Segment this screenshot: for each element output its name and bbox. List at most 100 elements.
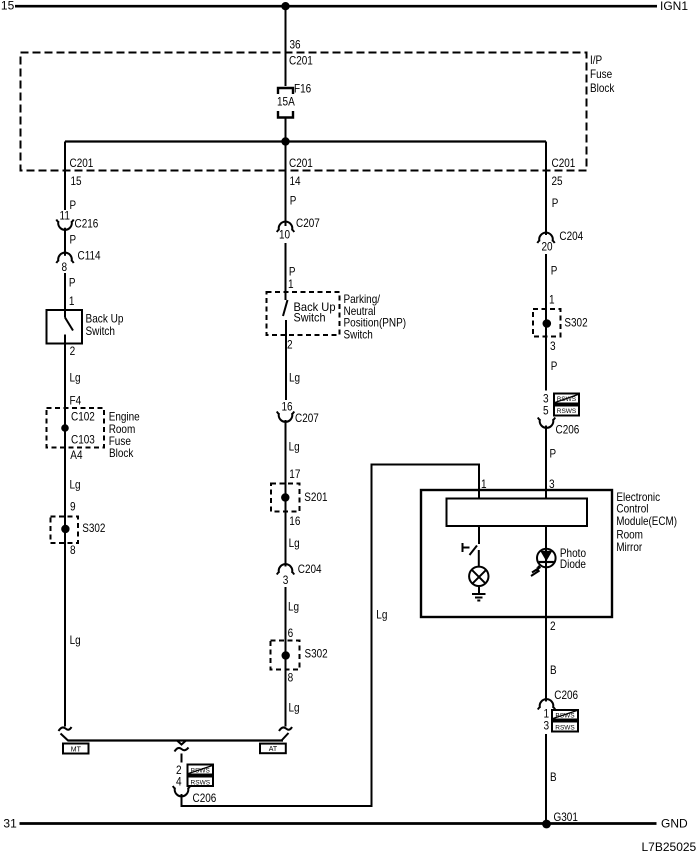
svg-text:3: 3 <box>283 573 289 587</box>
svg-text:Block: Block <box>590 81 615 95</box>
svg-text:C206: C206 <box>556 423 580 437</box>
svg-text:Parking/: Parking/ <box>344 292 381 306</box>
svg-text:1: 1 <box>481 477 487 491</box>
svg-text:Room: Room <box>616 527 643 541</box>
svg-text:IGN1: IGN1 <box>660 0 688 13</box>
svg-text:Position(PNP): Position(PNP) <box>344 316 407 330</box>
svg-text:2: 2 <box>176 763 182 777</box>
svg-text:L7B25025: L7B25025 <box>642 840 697 854</box>
svg-text:Fuse: Fuse <box>109 434 131 448</box>
svg-text:BSWS: BSWS <box>191 768 211 775</box>
svg-text:Diode: Diode <box>560 557 586 571</box>
svg-text:5: 5 <box>543 404 549 418</box>
svg-text:Photo: Photo <box>560 546 586 560</box>
svg-text:11: 11 <box>60 209 71 223</box>
svg-text:Fuse: Fuse <box>590 67 612 81</box>
svg-text:P: P <box>70 198 77 212</box>
svg-text:36: 36 <box>290 38 301 52</box>
svg-text:2: 2 <box>287 338 293 352</box>
svg-text:C216: C216 <box>75 217 99 231</box>
svg-text:Lg: Lg <box>288 600 299 614</box>
svg-text:Room: Room <box>109 422 136 436</box>
svg-text:P: P <box>289 265 296 279</box>
svg-text:1: 1 <box>544 707 550 721</box>
svg-text:C102: C102 <box>71 410 95 424</box>
svg-text:MT: MT <box>71 747 82 754</box>
svg-text:14: 14 <box>290 174 301 188</box>
svg-text:16: 16 <box>282 400 293 414</box>
svg-text:RSWS: RSWS <box>191 780 211 787</box>
svg-text:Switch: Switch <box>344 327 373 341</box>
svg-text:P: P <box>550 447 557 461</box>
svg-text:Engine: Engine <box>109 410 140 424</box>
svg-text:Lg: Lg <box>70 371 81 385</box>
svg-text:C206: C206 <box>193 791 217 805</box>
svg-text:Back Up: Back Up <box>86 312 124 326</box>
svg-text:C201: C201 <box>289 156 313 170</box>
svg-text:C201: C201 <box>70 156 94 170</box>
svg-text:F16: F16 <box>294 82 311 96</box>
svg-text:BSWS: BSWS <box>557 396 577 403</box>
svg-text:1: 1 <box>69 294 75 308</box>
svg-text:Mirror: Mirror <box>616 540 642 554</box>
svg-text:25: 25 <box>552 174 563 188</box>
svg-text:GND: GND <box>661 817 688 831</box>
svg-text:C207: C207 <box>296 216 320 230</box>
svg-text:1: 1 <box>549 293 555 307</box>
svg-text:Lg: Lg <box>289 440 300 454</box>
svg-text:3: 3 <box>543 392 549 406</box>
svg-text:9: 9 <box>70 500 76 514</box>
svg-text:Electronic: Electronic <box>616 490 660 504</box>
svg-text:3: 3 <box>550 339 556 353</box>
svg-text:RSWS: RSWS <box>555 725 575 732</box>
svg-text:Switch: Switch <box>86 324 116 338</box>
svg-text:P: P <box>552 196 559 210</box>
svg-text:10: 10 <box>279 228 290 242</box>
svg-text:3: 3 <box>544 719 550 733</box>
svg-text:B: B <box>550 663 557 677</box>
svg-text:6: 6 <box>288 626 294 640</box>
svg-text:17: 17 <box>289 467 300 481</box>
svg-text:2: 2 <box>70 344 76 358</box>
svg-text:A4: A4 <box>70 448 82 462</box>
svg-text:P: P <box>290 194 297 208</box>
svg-text:Lg: Lg <box>289 371 300 385</box>
svg-text:C114: C114 <box>78 249 101 263</box>
svg-text:3: 3 <box>549 477 555 491</box>
svg-text:8: 8 <box>62 260 68 274</box>
svg-text:P: P <box>551 359 558 373</box>
svg-text:S302: S302 <box>305 647 328 661</box>
svg-text:2: 2 <box>550 619 556 633</box>
svg-text:C103: C103 <box>71 433 95 447</box>
svg-text:Lg: Lg <box>289 701 300 715</box>
svg-text:15: 15 <box>71 174 82 188</box>
svg-text:AT: AT <box>269 746 278 753</box>
svg-text:Lg: Lg <box>376 608 387 622</box>
svg-text:S302: S302 <box>564 316 587 330</box>
svg-text:Control: Control <box>616 502 648 516</box>
svg-text:4: 4 <box>176 775 182 789</box>
svg-text:C201: C201 <box>552 156 576 170</box>
svg-text:16: 16 <box>289 514 300 528</box>
svg-text:BSWS: BSWS <box>555 713 575 720</box>
svg-text:P: P <box>70 233 77 247</box>
svg-text:P: P <box>551 264 558 278</box>
svg-text:Switch: Switch <box>294 311 326 325</box>
svg-text:S201: S201 <box>304 490 327 504</box>
svg-text:15A: 15A <box>277 95 295 109</box>
svg-text:Module(ECM): Module(ECM) <box>616 514 677 528</box>
svg-text:Block: Block <box>109 446 134 460</box>
svg-text:1: 1 <box>288 277 294 291</box>
svg-text:C206: C206 <box>554 688 578 702</box>
svg-text:RSWS: RSWS <box>557 408 577 415</box>
svg-text:C207: C207 <box>295 411 319 425</box>
svg-text:C204: C204 <box>559 229 583 243</box>
svg-text:Back Up: Back Up <box>294 300 336 314</box>
svg-text:31: 31 <box>3 817 17 831</box>
svg-text:8: 8 <box>288 671 294 685</box>
svg-text:S302: S302 <box>82 521 105 535</box>
svg-text:Neutral: Neutral <box>344 304 376 318</box>
svg-text:8: 8 <box>70 543 76 557</box>
svg-text:Lg: Lg <box>289 536 300 550</box>
svg-text:15: 15 <box>1 0 15 13</box>
